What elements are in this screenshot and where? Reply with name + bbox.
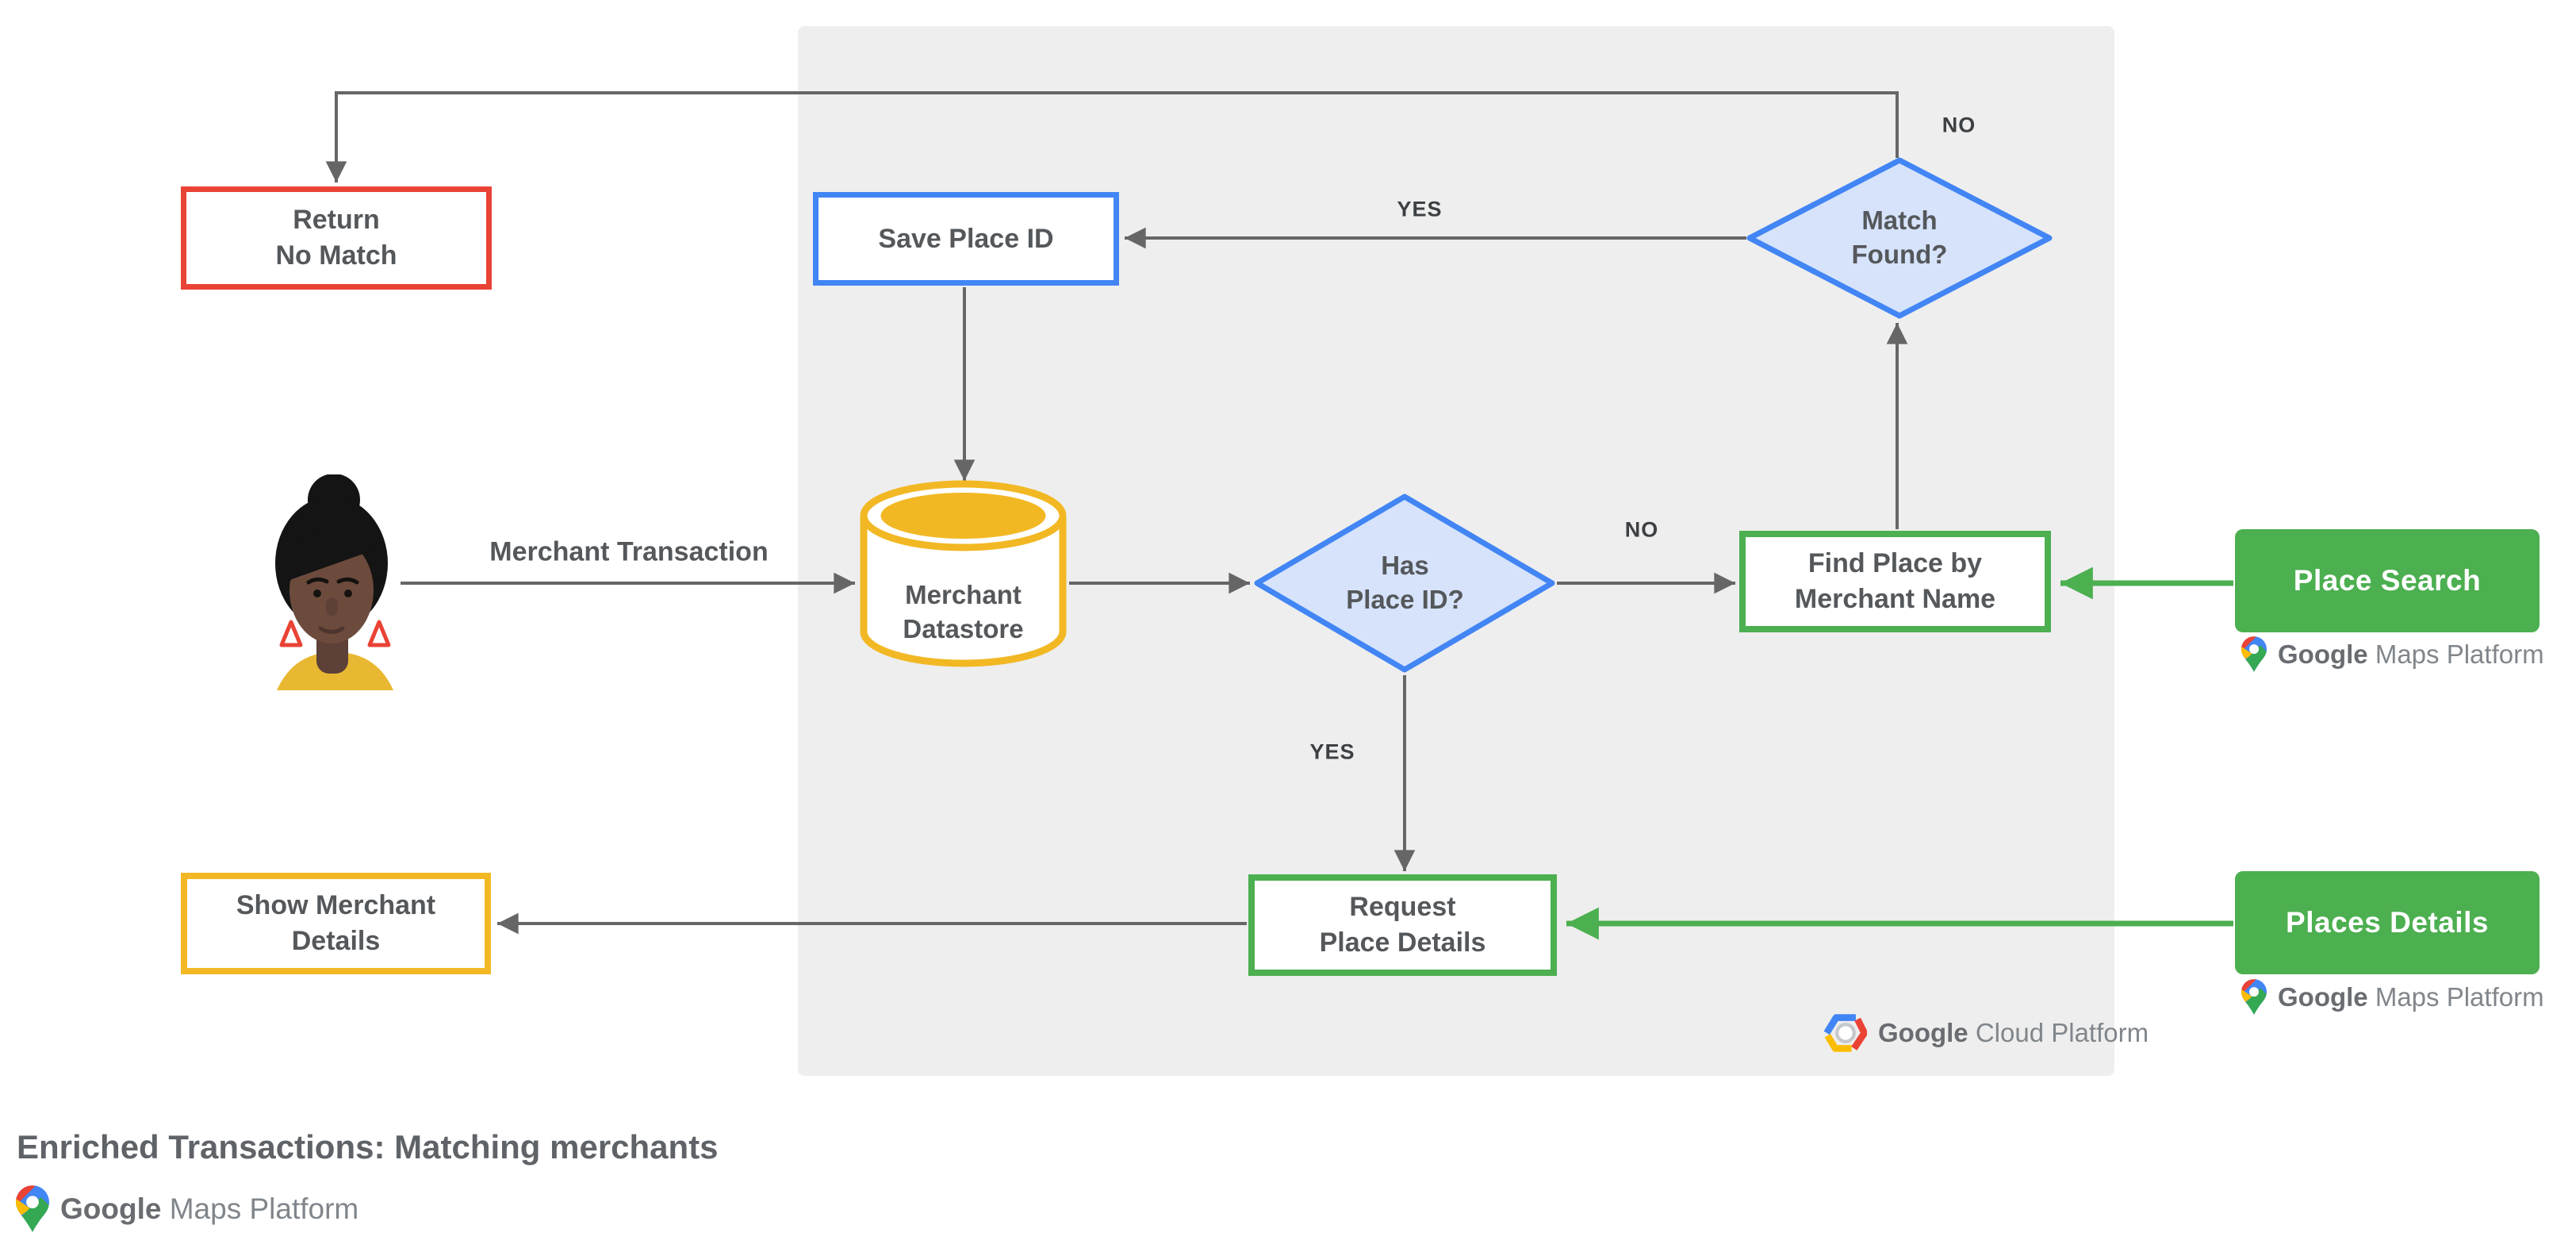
label-yes-request: YES (1309, 739, 1355, 764)
gmp-logo-footer: Google Maps Platform (16, 1185, 358, 1232)
logo-brand: Google (60, 1192, 162, 1225)
user-avatar (274, 474, 397, 696)
node-find-place-by-merchant-name: Find Place by Merchant Name (1739, 531, 2051, 632)
maps-pin-icon (2241, 636, 2267, 672)
label-no-find: NO (1624, 517, 1659, 542)
node-match-found-decision: Match Found? (1745, 156, 2054, 320)
logo-brand: Google (2278, 639, 2368, 669)
diagram-title: Enriched Transactions: Matching merchant… (17, 1128, 719, 1166)
node-request-place-details: Request Place Details (1248, 874, 1557, 976)
logo-product: Cloud Platform (1975, 1018, 2149, 1047)
logo-product: Maps Platform (2375, 639, 2544, 669)
diamond-shape (1746, 157, 2053, 319)
database-cylinder-icon (860, 480, 1067, 667)
woman-illustration (275, 474, 393, 690)
diamond-shape (1254, 494, 1555, 673)
logo-brand: Google (2278, 981, 2368, 1012)
cloud-hexagon-icon (1824, 1014, 1867, 1052)
match-found-label: Match Found? (1851, 205, 1948, 269)
node-merchant-datastore: Merchant Datastore (859, 479, 1068, 670)
gmp-logo-places-details: Google Maps Platform (2241, 979, 2544, 1015)
gmp-logo-place-search: Google Maps Platform (2241, 636, 2544, 672)
label-no-top: NO (1942, 113, 1976, 137)
node-return-no-match: Return No Match (181, 186, 492, 290)
label-merchant-transaction: Merchant Transaction (489, 536, 769, 567)
logo-product: Maps Platform (2375, 981, 2544, 1012)
node-has-place-id-decision: Has Place ID? (1253, 493, 1557, 674)
api-places-details: Places Details (2235, 871, 2540, 974)
label-yes-save: YES (1397, 197, 1443, 221)
logo-product: Maps Platform (169, 1192, 359, 1225)
gcp-logo: Google Cloud Platform (1824, 1014, 2149, 1052)
has-place-id-label: Has Place ID? (1346, 551, 1464, 614)
logo-brand: Google (1878, 1018, 1968, 1047)
api-place-search: Place Search (2235, 529, 2540, 632)
node-show-merchant-details: Show Merchant Details (181, 873, 491, 974)
maps-pin-icon (2241, 979, 2267, 1015)
maps-pin-icon (16, 1185, 49, 1232)
merchant-datastore-label: Merchant Datastore (903, 580, 1024, 643)
edge-matchfound-no-return (325, 91, 1899, 182)
node-save-place-id: Save Place ID (813, 192, 1119, 286)
